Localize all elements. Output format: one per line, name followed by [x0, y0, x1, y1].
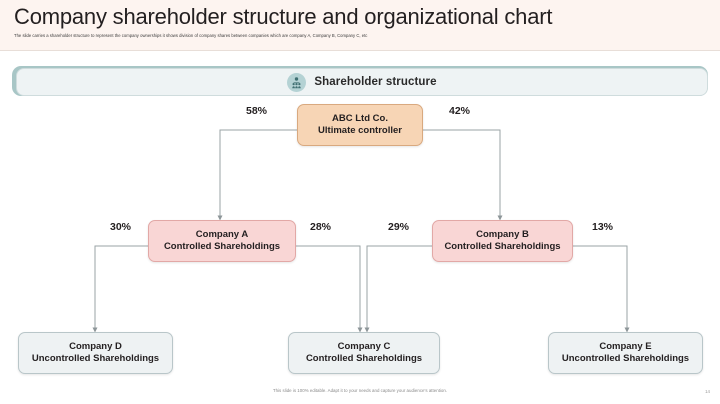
node-company-e-line2: Uncontrolled Shareholdings — [561, 353, 690, 364]
node-company-e[interactable]: Company E Uncontrolled Shareholdings — [548, 332, 703, 374]
section-band-label: Shareholder structure — [314, 76, 437, 88]
org-chart: ABC Ltd Co. Ultimate controller Company … — [0, 100, 720, 385]
node-company-c[interactable]: Company C Controlled Shareholdings — [288, 332, 440, 374]
slide-header: Company shareholder structure and organi… — [0, 0, 720, 51]
edge-label-company-a-to-company-c: 28% — [310, 221, 332, 233]
node-company-a[interactable]: Company A Controlled Shareholdings — [148, 220, 296, 262]
edge-label-root-to-company-a: 58% — [246, 105, 268, 117]
node-company-e-line1: Company E — [599, 341, 652, 353]
edge-label-root-to-company-b: 42% — [449, 105, 471, 117]
connector-lines — [92, 129, 630, 333]
node-company-d[interactable]: Company D Uncontrolled Shareholdings — [18, 332, 173, 374]
node-company-d-line2: Uncontrolled Shareholdings — [31, 353, 160, 364]
node-company-c-line1: Company C — [337, 341, 391, 353]
node-company-c-line2: Controlled Shareholdings — [305, 353, 423, 364]
node-company-b-line2: Controlled Shareholdings — [444, 241, 561, 252]
node-company-b-line1: Company B — [476, 229, 529, 241]
edge-label-company-b-to-company-e: 13% — [592, 221, 614, 233]
node-root-line2: Ultimate controller — [318, 125, 402, 136]
section-band: Shareholder structure — [16, 68, 708, 96]
footer-note: This slide is 100% editable. Adapt it to… — [272, 388, 448, 393]
node-root[interactable]: ABC Ltd Co. Ultimate controller — [297, 104, 423, 146]
edge-label-company-a-to-company-d: 30% — [110, 221, 132, 233]
node-company-d-line1: Company D — [69, 341, 122, 353]
edge-label-company-b-to-company-c: 29% — [388, 221, 410, 233]
page-number: 14 — [705, 389, 710, 394]
node-root-line1: ABC Ltd Co. — [332, 113, 388, 125]
page-title: Company shareholder structure and organi… — [14, 4, 553, 29]
node-company-a-line1: Company A — [195, 229, 249, 241]
page-subtitle: The slide carries a shareholder structur… — [14, 33, 368, 38]
node-company-b[interactable]: Company B Controlled Shareholdings — [432, 220, 573, 262]
people-group-icon — [287, 72, 307, 92]
node-company-a-line2: Controlled Shareholdings — [163, 241, 281, 252]
